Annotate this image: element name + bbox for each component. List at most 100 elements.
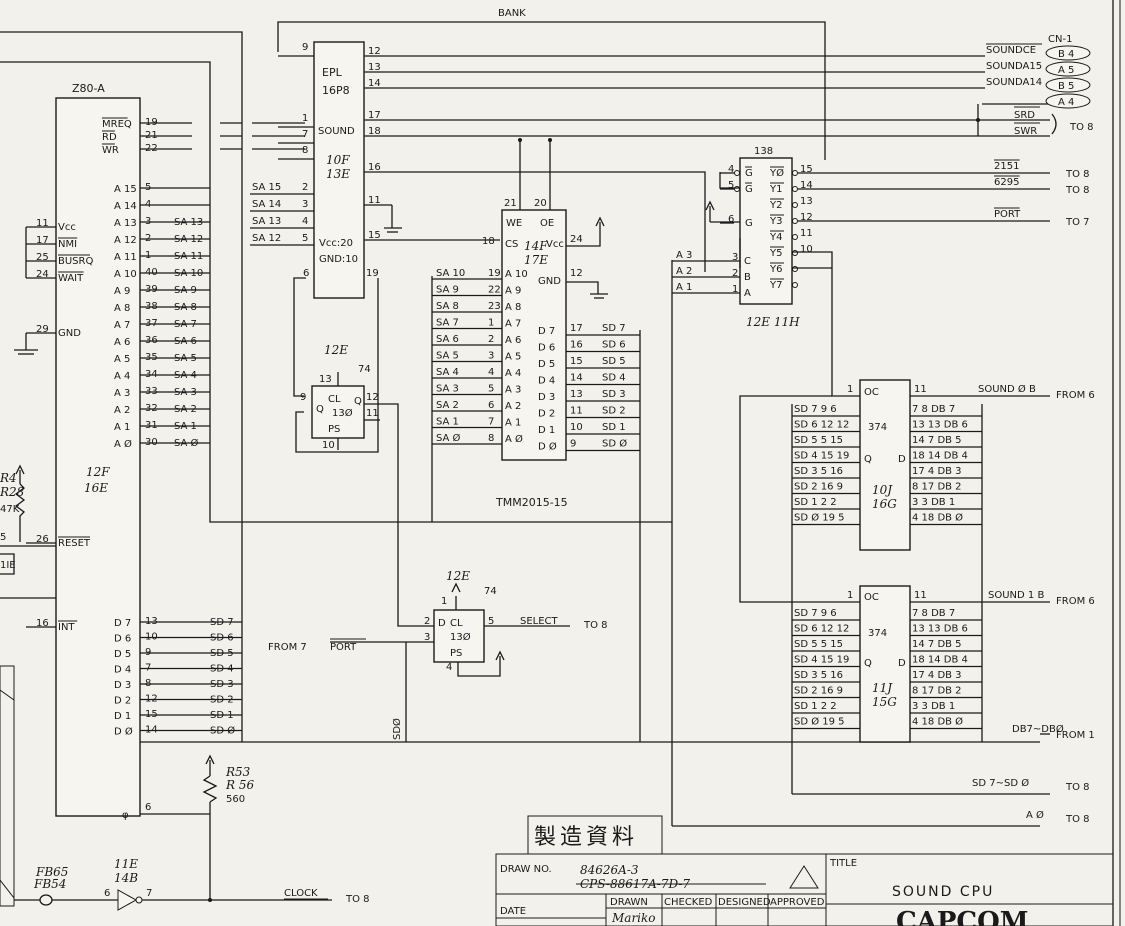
latch2-outputs: 7 8 DB 713 13 DB 614 7 DB 518 14 DB 417 …	[910, 608, 982, 730]
dec-out-name: Y1	[769, 184, 782, 195]
inversion-bubble	[734, 170, 740, 176]
latch1-input: SD 4 15 19	[794, 451, 849, 462]
bank-label: BANK	[498, 8, 526, 19]
ff1-d: Q	[316, 404, 324, 415]
ram-data-name: D 3	[538, 392, 555, 403]
draw-no: 84626A-3	[580, 863, 639, 877]
ram-data-signal: SD 7	[602, 323, 626, 334]
z80-left-pin: 11	[36, 218, 49, 229]
dec-select-pin: 2	[732, 268, 738, 279]
z80-data-name: D 7	[114, 618, 131, 629]
ram-addr-pin: 19	[488, 268, 501, 279]
latch2-d: D	[898, 658, 906, 669]
dec-select-name: B	[744, 272, 751, 283]
ram-addr-name: A Ø	[505, 433, 523, 445]
ff2-part: 74	[484, 586, 497, 597]
ram-addr-name: A 8	[505, 302, 521, 313]
latch2-input: SD 7 9 6	[794, 608, 837, 619]
epl-sa-signal: SA 13	[252, 216, 281, 227]
ff1-loc: 12E	[324, 343, 348, 357]
ram-addr-signal: SA 2	[436, 400, 459, 411]
dec-select-pin: 3	[732, 252, 738, 263]
dec-enable-name: G	[745, 218, 753, 229]
cn1-signal: SOUNDA15	[986, 61, 1042, 72]
z80-left-name: RESET	[58, 538, 91, 549]
dec-select-name: C	[744, 256, 751, 267]
latch2-output: 8 17 DB 2	[912, 686, 962, 697]
ram-addr-name: A 10	[505, 269, 528, 280]
ram-addr-name: A 9	[505, 286, 521, 297]
ram-addr-name: A 3	[505, 385, 521, 396]
latch1-output: 18 14 DB 4	[912, 451, 968, 462]
z80-addr-signal: SA 8	[174, 302, 197, 313]
latch2-input: SD 1 2 2	[794, 701, 837, 712]
ff1-id: 13Ø	[332, 407, 353, 419]
latch2-input: SD 2 16 9	[794, 686, 843, 697]
inversion-bubble	[792, 170, 798, 176]
left-misc-p5: 5	[0, 532, 6, 543]
latch1-from: FROM 6	[1056, 390, 1095, 401]
inversion-bubble	[792, 202, 798, 208]
flipflop-12e: 12E 74 CL 13Ø PS Q Q 13 9 12 11 10	[300, 343, 379, 451]
z80-addr-signal: SA 5	[174, 353, 197, 364]
epl-in-pin: 7	[302, 129, 308, 140]
dec-out-name: Y4	[769, 232, 782, 243]
left-res-b: R28	[0, 485, 25, 499]
z80-left-name: INT	[58, 622, 75, 633]
latch1-output: 14 7 DB 5	[912, 435, 962, 446]
latch2-output: 3 3 DB 1	[912, 701, 955, 712]
dec-enable-name: G	[745, 168, 753, 179]
ram-pin24: 24	[570, 234, 583, 245]
z80-addr-signal: SA 11	[174, 251, 203, 262]
ff2-from7: FROM 7	[268, 642, 307, 653]
z80-left-pin: 16	[36, 618, 49, 629]
title-block: 製造資料 DRAW NO. 84626A-3 CPS-88617A-7D-7 D…	[495, 815, 1114, 926]
ram-addr-pin: 4	[488, 367, 494, 378]
epl-in-pin: 9	[302, 42, 308, 53]
z80-data-signal: SD 1	[210, 710, 234, 721]
ram-we: WE	[506, 218, 522, 229]
z80-left-name: WAIT	[58, 273, 84, 284]
ff2-d: D	[438, 618, 446, 629]
ram-addr-pin: 3	[488, 351, 494, 362]
latch1-input: SD 3 5 16	[794, 466, 843, 477]
inversion-bubble	[792, 250, 798, 256]
clock-sig: CLOCK	[284, 888, 318, 899]
z80-name: Z80-A	[72, 82, 105, 95]
z80-addr-signal: SA 4	[174, 370, 197, 381]
dec-out-pin: 15	[800, 164, 813, 175]
z80-data-signal: SD 5	[210, 648, 234, 659]
right-signal-dest: TO 7	[1065, 217, 1090, 228]
latch1-output: 4 18 DB Ø	[912, 512, 963, 524]
latch1-loc: 10J	[872, 483, 893, 497]
ram-data-pin: 11	[570, 406, 583, 417]
z80-addr-signal: SA Ø	[174, 437, 199, 449]
cn1-label: CN-1	[1048, 34, 1072, 45]
ram-data-name: D Ø	[538, 441, 557, 453]
latch1-clk-sig: SOUND Ø B	[978, 383, 1036, 395]
inversion-bubble	[792, 282, 798, 288]
dec-select-pin: 1	[732, 284, 738, 295]
latch1-d: D	[898, 454, 906, 465]
ram-data-signal: SD 4	[602, 373, 626, 384]
ram-data-signal: SD 6	[602, 340, 626, 351]
z80-addr-name: A 3	[114, 388, 130, 399]
right-signal-name: PORT	[994, 209, 1021, 220]
latch2-input: SD 3 5 16	[794, 670, 843, 681]
epl-sa-signal: SA 14	[252, 199, 281, 210]
ram-addr-signal: SA 10	[436, 268, 465, 279]
z80-addr-signal: SA 1	[174, 421, 197, 432]
z80-left-name: NMI	[58, 239, 77, 250]
ff2-select: SELECT	[520, 616, 559, 627]
latch-374-10j: OC 374 Q D 10J 16G 1 11 SOUND Ø B FROM 6…	[792, 379, 1095, 551]
z80-left-name: Vcc	[58, 222, 76, 233]
